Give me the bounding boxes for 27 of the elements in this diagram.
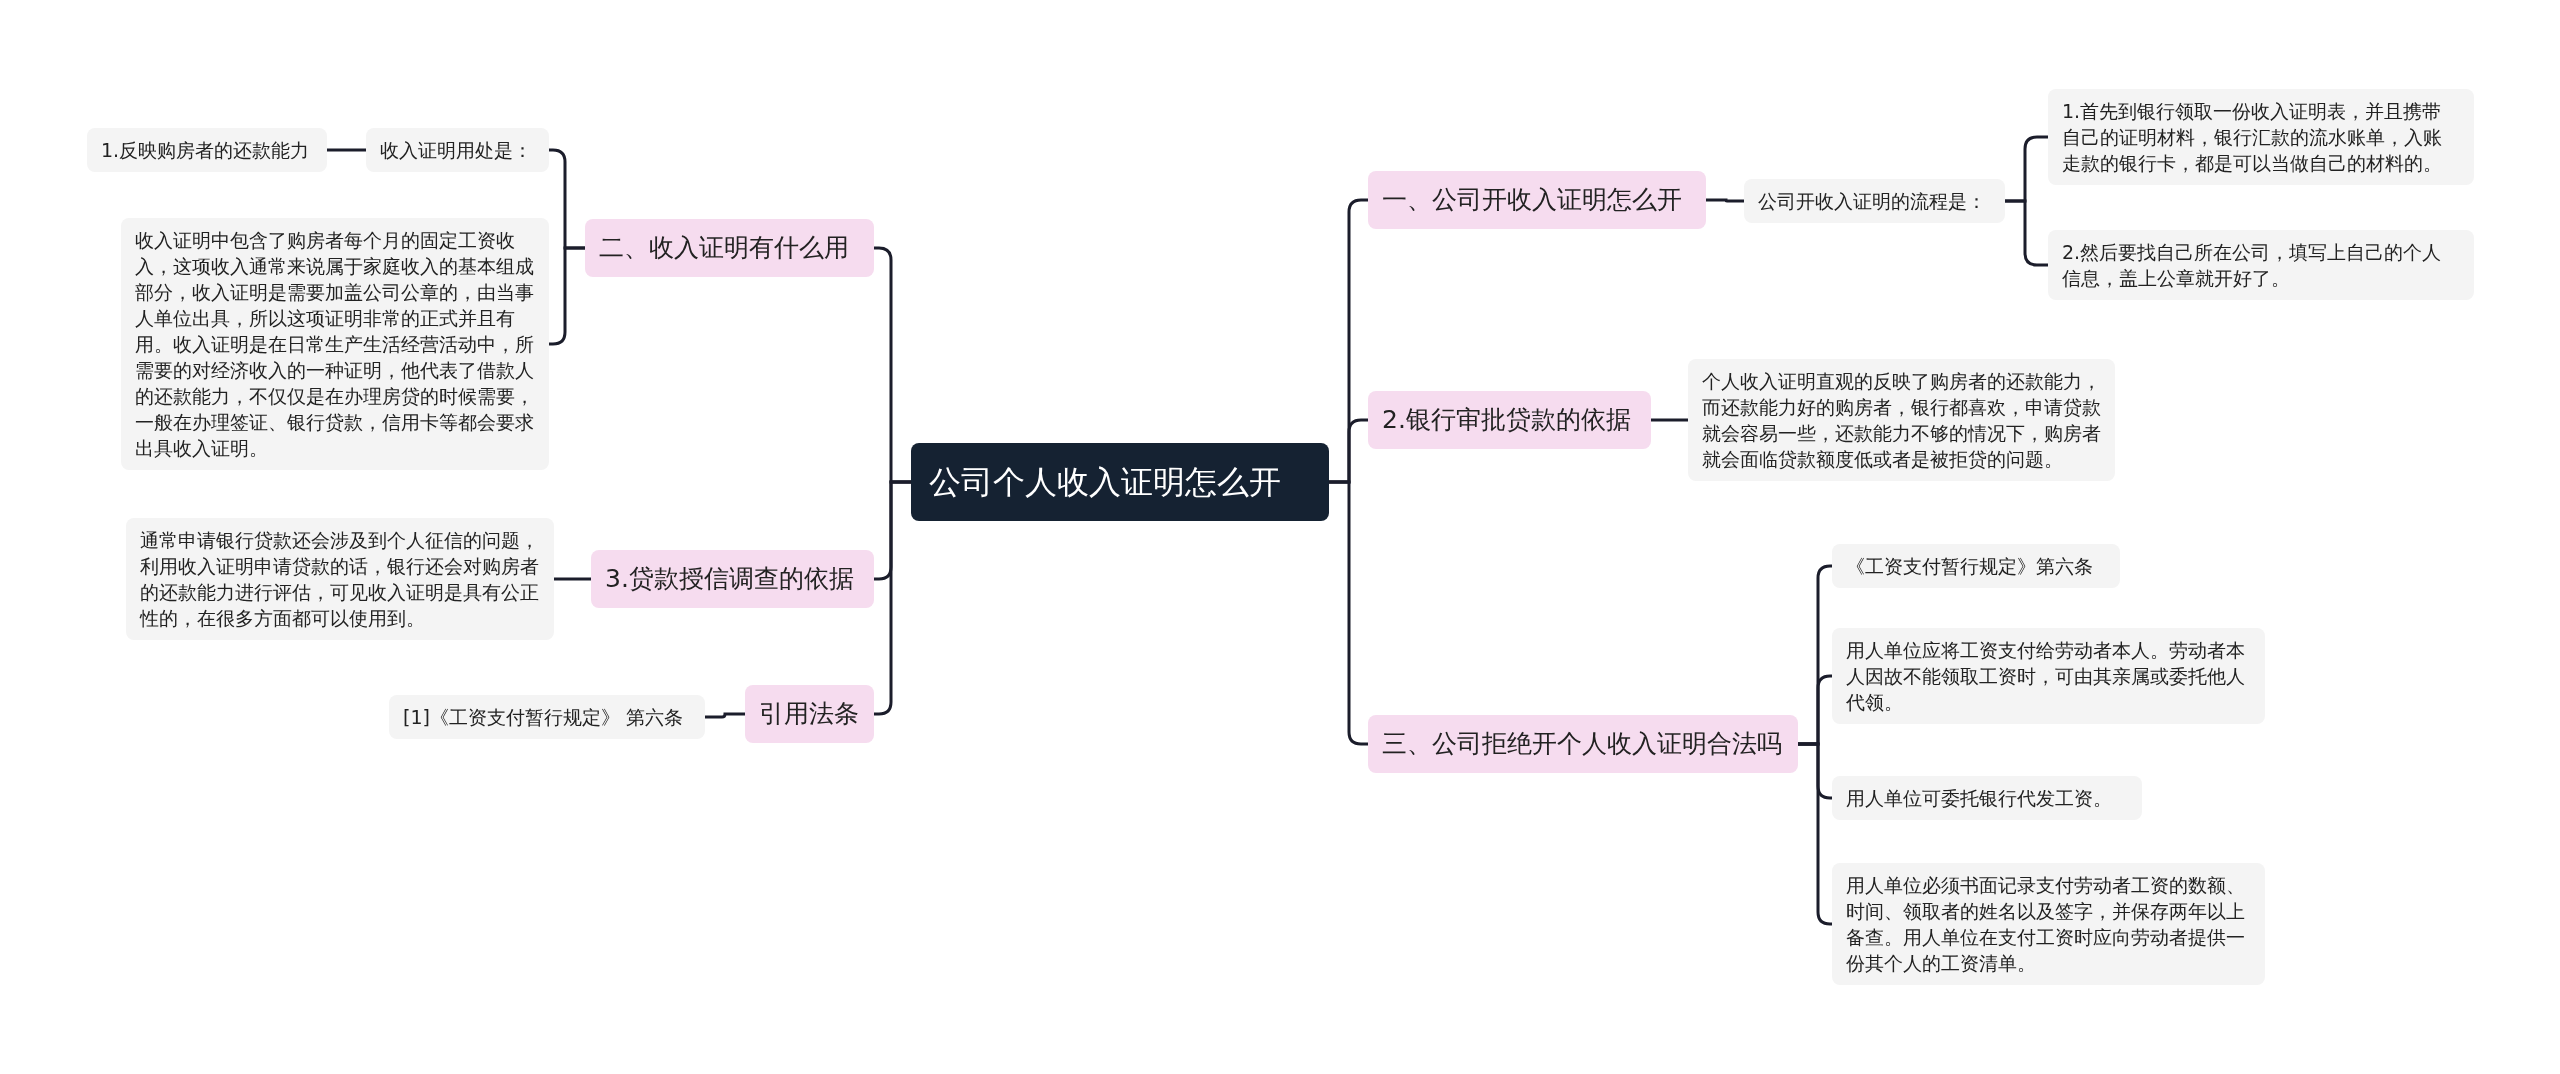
connector-line	[327, 148, 366, 152]
connector-line	[1706, 198, 1744, 203]
text-box: 用人单位可委托银行代发工资。	[1832, 776, 2142, 820]
text-box: 《工资支付暂行规定》第六条	[1832, 544, 2120, 588]
topic-box: 2.银行审批贷款的依据	[1368, 391, 1651, 449]
text-box: 个人收入证明直观的反映了购房者的还款能力，而还款能力好的购房者，银行都喜欢，申请贷款就会容易一些，还款能力不够的情况下，购房者就会面临贷款额度低或者是被拒贷的问题。	[1688, 359, 2115, 481]
text-box: 收入证明用处是：	[366, 128, 549, 172]
topic-box: 引用法条	[745, 685, 874, 743]
topic-box: 三、公司拒绝开个人收入证明合法吗	[1368, 715, 1798, 773]
text-box: 收入证明中包含了购房者每个月的固定工资收入，这项收入通常来说属于家庭收入的基本组成部分，收入证明是需要加盖公司公章的，由当事人单位出具，所以这项证明非常的正式并且有用。收入证明是在日常生产生活经营活动中，所需要的对经济收入的一种证明，他代表了借款人的还款能力，不仅仅是在办理房贷的时候需要，一般在办理签证、银行贷款，信用卡等都会要求出具收入证明。	[121, 218, 549, 470]
text-box: 通常申请银行贷款还会涉及到个人征信的问题，利用收入证明申请贷款的话，银行还会对购房者的还款能力进行评估，可见收入证明是具有公正性的，在很多方面都可以使用到。	[126, 518, 554, 640]
text-box: 2.然后要找自己所在公司，填写上自己的个人信息，盖上公章就开好了。	[2048, 230, 2474, 300]
text-box: 公司开收入证明的流程是：	[1744, 179, 2005, 223]
connector-line	[554, 577, 591, 581]
connector-line	[1329, 480, 1368, 746]
text-box: [1]《工资支付暂行规定》 第六条	[389, 695, 705, 739]
central-topic: 公司个人收入证明怎么开	[911, 443, 1329, 521]
connector-line	[1651, 418, 1688, 422]
connector-line	[2005, 199, 2048, 267]
text-box: 1.首先到银行领取一份收入证明表，并且携带自己的证明材料，银行汇款的流水账单，入账走款的银行卡，都是可以当做自己的材料的。	[2048, 89, 2474, 185]
connector-line	[705, 712, 745, 719]
topic-box: 3.贷款授信调查的依据	[591, 550, 874, 608]
text-box: 1.反映购房者的还款能力	[87, 128, 327, 172]
text-box: 用人单位必须书面记录支付劳动者工资的数额、时间、领取者的姓名以及签字，并保存两年以上备查。用人单位在支付工资时应向劳动者提供一份其个人的工资清单。	[1832, 863, 2265, 985]
topic-box: 一、公司开收入证明怎么开	[1368, 171, 1706, 229]
topic-box: 二、收入证明有什么用	[585, 219, 874, 277]
text-box: 用人单位应将工资支付给劳动者本人。劳动者本人因故不能领取工资时，可由其亲属或委托他人代领。	[1832, 628, 2265, 724]
